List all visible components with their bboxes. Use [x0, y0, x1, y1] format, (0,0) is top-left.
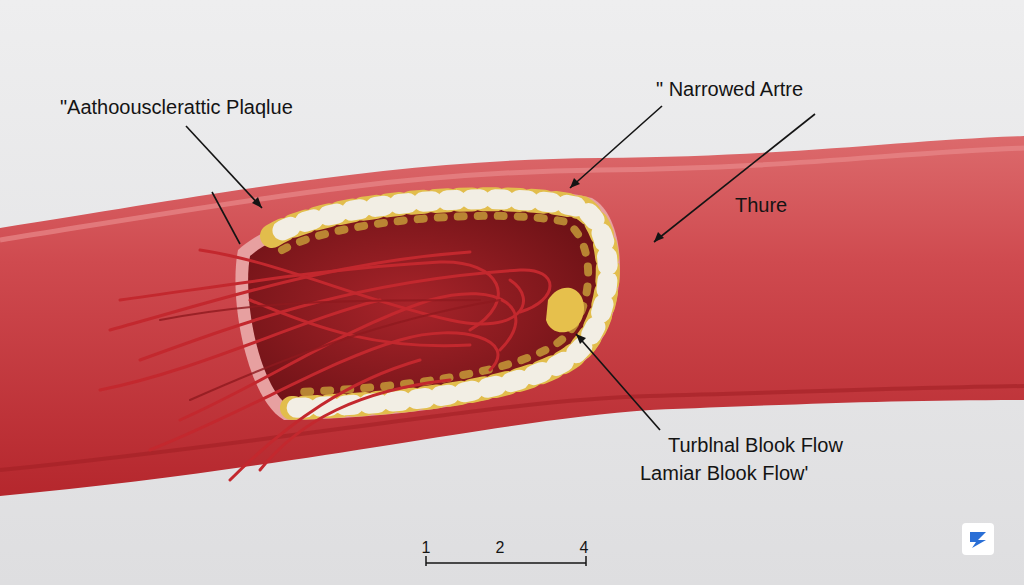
- scale-number: 2: [496, 539, 505, 557]
- wall-shadow: [0, 386, 1024, 470]
- scale-number: 1: [422, 539, 431, 557]
- logo-icon: [962, 523, 994, 555]
- flow-label: Turblnal Blook Flow: [668, 434, 843, 456]
- plaque-deposit: [272, 199, 608, 408]
- plaque-deposit: [546, 288, 584, 333]
- scale-number: 4: [580, 539, 589, 557]
- leader-line: [186, 106, 815, 430]
- flow-label: Lamiar Blook Flow': [640, 462, 808, 484]
- blood-flow-lines: [160, 300, 500, 400]
- plaque-deposit: [272, 199, 608, 408]
- part-label: Thure: [735, 194, 787, 216]
- scale-bar: [426, 556, 586, 566]
- blood-flow-lines: [100, 250, 550, 480]
- plaque-deposit: [282, 216, 588, 392]
- part-label: "Aathoousclerattic Plaqlue: [60, 96, 293, 118]
- arrowhead: [252, 178, 664, 344]
- part-label: " Narrowed Artre: [656, 78, 803, 100]
- artery-wall: [0, 136, 1024, 496]
